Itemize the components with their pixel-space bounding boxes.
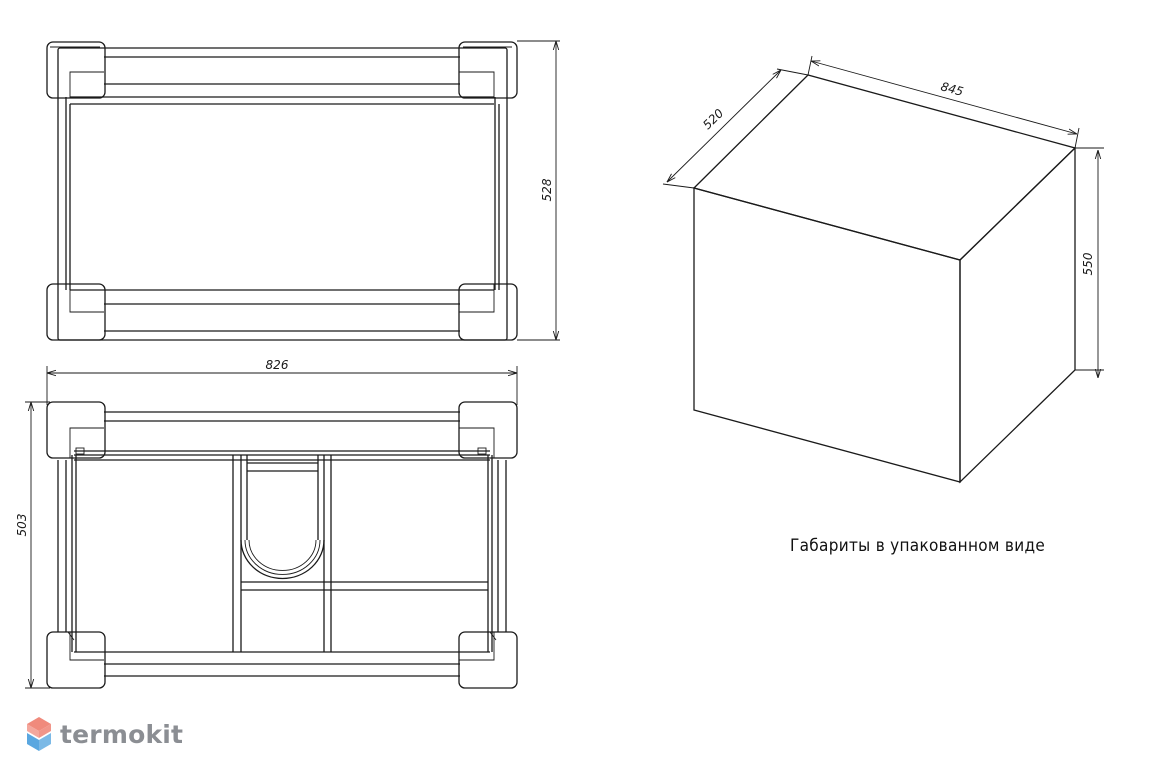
termokit-logo: termokit [26,716,183,752]
corner-top-right [458,41,518,99]
dim-top-height: 528 [540,178,554,201]
front-view: 826 503 [15,358,518,689]
package-box: 520 845 550 [662,55,1104,484]
front-corner-top-left [46,401,106,459]
dim-box-depth: 520 [700,106,726,132]
dim-box-height: 550 [1081,252,1095,275]
corner-bottom-right [458,283,518,341]
front-corner-top-right [458,401,518,459]
dim-box-width: 845 [939,79,965,99]
front-corner-bottom-left [46,631,106,689]
front-corner-bottom-right [458,631,518,689]
dim-front-width: 826 [266,358,289,372]
logo-text: termokit [60,719,184,749]
corner-bottom-left [46,283,106,341]
package-caption: Габариты в упакованном виде [790,536,1046,556]
top-view: 528 [46,40,560,341]
logo-icon [27,717,51,751]
corner-top-left [46,41,106,99]
dim-front-height: 503 [15,514,29,537]
